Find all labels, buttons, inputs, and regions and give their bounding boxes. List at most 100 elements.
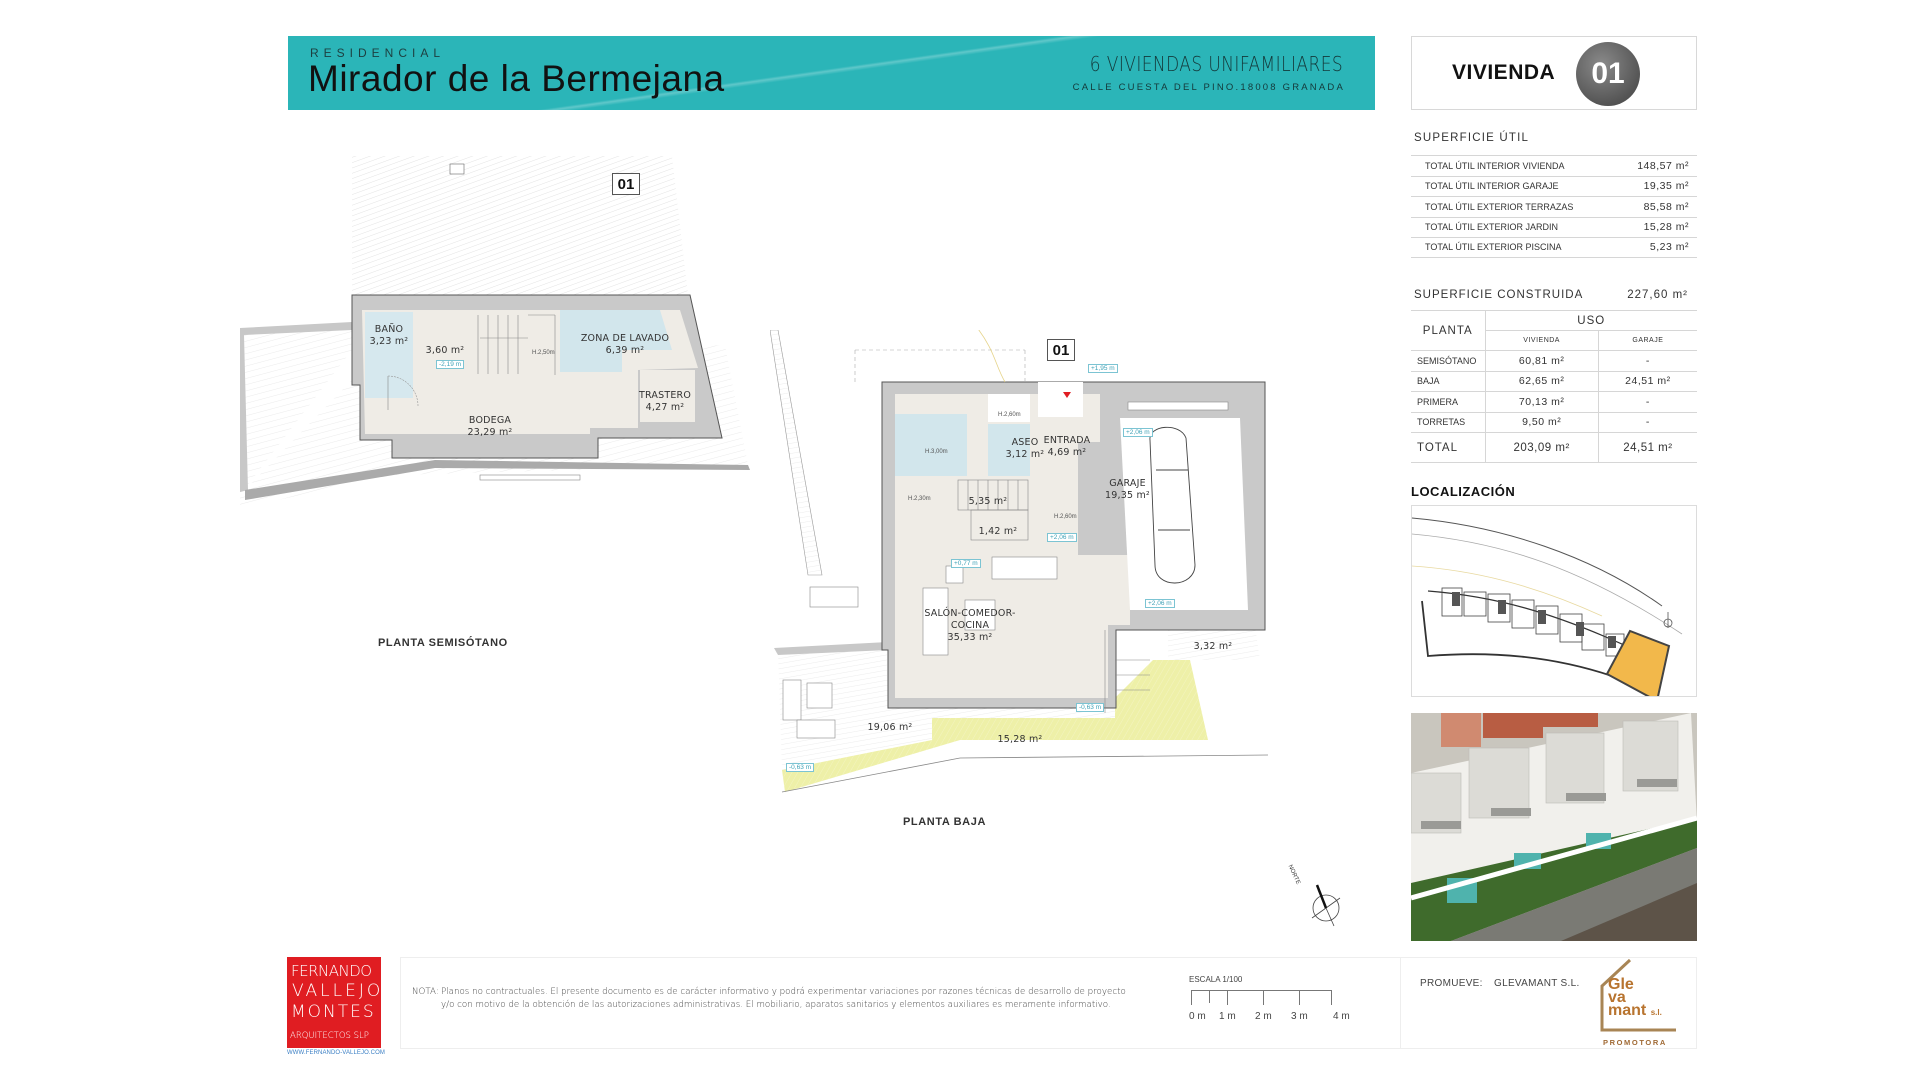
row-value: 19,35 m² (1643, 180, 1689, 193)
header-address: CALLE CUESTA DEL PINO.18008 GRANADA (1072, 82, 1345, 93)
compass-icon (1311, 884, 1341, 927)
aerial-render (1411, 713, 1697, 941)
location-map (1411, 505, 1697, 697)
cell-planta: SEMISÓTANO (1411, 350, 1486, 371)
superficie-construida-title: SUPERFICIE CONSTRUIDA (1414, 289, 1584, 301)
note-box (400, 957, 1400, 1049)
superficie-construida-total: 227,60 m² (1627, 289, 1688, 301)
architect-logo-line4: ARQUITECTOS SLP (290, 1031, 369, 1041)
disclaimer-note: NOTA: Planos no contractuales. El presen… (412, 986, 1132, 1011)
row-label: TOTAL ÚTIL EXTERIOR PISCINA (1425, 242, 1562, 253)
vivienda-label: VIVIENDA (1452, 61, 1556, 84)
cell-garaje: - (1598, 391, 1697, 412)
note-label: NOTA: (412, 987, 439, 997)
header-kicker: RESIDENCIAL (310, 46, 446, 60)
cell-garaje: - (1598, 411, 1697, 433)
promoter-label: PROMUEVE: (1420, 978, 1483, 989)
scale-bar: ESCALA 1/100 0 m 1 m 2 m 3 m 4 m (1187, 975, 1357, 1025)
row-label: TOTAL ÚTIL INTERIOR GARAJE (1425, 181, 1559, 192)
architect-logo-line1: FERNANDO (291, 962, 372, 980)
scale-label: ESCALA 1/100 (1189, 975, 1243, 984)
floor-plan-baja: 01 +1,95 m +2,06 m +2,06 m +2,06 m +0,77… (769, 324, 1370, 810)
architect-logo: FERNANDO VALLEJO MONTES ARQUITECTOS SLP (287, 957, 381, 1048)
superficie-construida-table: PLANTA USO VIVIENDA GARAJE SEMISÓTANO 60… (1411, 310, 1697, 463)
localizacion-title: LOCALIZACIÓN (1411, 484, 1516, 499)
level-marker: +2,06 m (1047, 533, 1077, 542)
cell-planta: BAJA (1411, 370, 1486, 392)
height-marker: H.2,30m (908, 496, 931, 502)
level-marker: +2,06 m (1123, 428, 1153, 437)
level-marker: +2,06 m (1145, 599, 1175, 608)
superficie-construida-header: SUPERFICIE CONSTRUIDA 227,60 m² (1414, 289, 1694, 301)
row-label: TOTAL ÚTIL EXTERIOR JARDIN (1425, 222, 1559, 233)
glevamant-logo: Gle va mant s.l. PROMOTORA (1596, 958, 1686, 1048)
table-row: TOTAL ÚTIL EXTERIOR TERRAZAS 85,58 m² (1411, 196, 1697, 217)
vivienda-badge: VIVIENDA 01 (1411, 36, 1697, 110)
table-row: TOTAL ÚTIL INTERIOR GARAJE 19,35 m² (1411, 175, 1697, 197)
row-label: TOTAL ÚTIL EXTERIOR TERRAZAS (1425, 201, 1574, 212)
unit-tag: 01 (1047, 339, 1075, 361)
cell-planta: TORRETAS (1411, 411, 1486, 433)
semisotano-drawing (240, 156, 750, 508)
baja-drawing (769, 324, 1269, 793)
cell-vivienda: 60,81 m² (1485, 350, 1599, 371)
col-header-garaje: GARAJE (1598, 330, 1697, 351)
scale-mark: 3 m (1291, 1011, 1308, 1022)
table-row: BAJA 62,65 m² 24,51 m² (1411, 370, 1697, 392)
height-marker: H.2,50m (532, 350, 555, 356)
house-roof-icon (1600, 958, 1676, 1032)
cell-vivienda: 9,50 m² (1485, 411, 1599, 433)
plan-title-baja: PLANTA BAJA (903, 816, 986, 828)
north-arrow: NORTE (1287, 860, 1350, 930)
architect-logo-line2: VALLEJO (292, 981, 384, 1001)
cell-garaje: 24,51 m² (1598, 432, 1697, 463)
level-marker: +1,95 m (1088, 364, 1118, 373)
room-label-jardin: 15,28 m² (997, 734, 1043, 745)
level-marker: -0,63 m (1076, 703, 1105, 712)
scale-ruler (1191, 990, 1332, 1005)
architect-website-link[interactable]: WWW.FERNANDO-VALLEJO.COM (287, 1050, 385, 1056)
level-marker: +0,77 m (951, 559, 981, 568)
col-header-planta: PLANTA (1411, 310, 1486, 351)
level-marker: -2,19 m (436, 360, 465, 369)
aerial-photo (1411, 713, 1697, 941)
site-plan-map (1412, 517, 1683, 696)
col-header-uso: USO (1485, 310, 1697, 331)
level-marker: -0,63 m (786, 763, 815, 772)
superficie-util-title: SUPERFICIE ÚTIL (1414, 132, 1530, 144)
row-value: 15,28 m² (1643, 221, 1689, 234)
row-value: 148,57 m² (1637, 159, 1689, 172)
col-header-vivienda: VIVIENDA (1485, 330, 1599, 351)
scale-mark: 2 m (1255, 1011, 1272, 1022)
plan-title-semisotano: PLANTA SEMISÓTANO (378, 637, 508, 649)
cell-planta: PRIMERA (1411, 391, 1486, 412)
cell-garaje: 24,51 m² (1598, 370, 1697, 392)
scale-mark: 1 m (1219, 1011, 1236, 1022)
promoter-name: GLEVAMANT S.L. (1494, 978, 1580, 989)
table-total-row: TOTAL 203,09 m² 24,51 m² (1411, 432, 1697, 463)
scale-mark: 4 m (1333, 1011, 1350, 1022)
glevamant-tagline: PROMOTORA (1603, 1038, 1667, 1047)
vivienda-number: 01 (1576, 42, 1640, 106)
row-value: 85,58 m² (1643, 200, 1689, 213)
table-row: TORRETAS 9,50 m² - (1411, 411, 1697, 433)
cell-vivienda: 203,09 m² (1485, 432, 1599, 463)
project-title: Mirador de la Bermejana (308, 58, 725, 99)
header-subtitle: 6 VIVIENDAS UNIFAMILIARES (1089, 52, 1343, 76)
table-row: TOTAL ÚTIL EXTERIOR JARDIN 15,28 m² (1411, 216, 1697, 238)
table-row: PRIMERA 70,13 m² - (1411, 391, 1697, 412)
room-label-terraza: 19,06 m² (867, 722, 913, 733)
architect-logo-line3: MONTES (291, 1002, 376, 1022)
scale-mark: 0 m (1189, 1011, 1206, 1022)
